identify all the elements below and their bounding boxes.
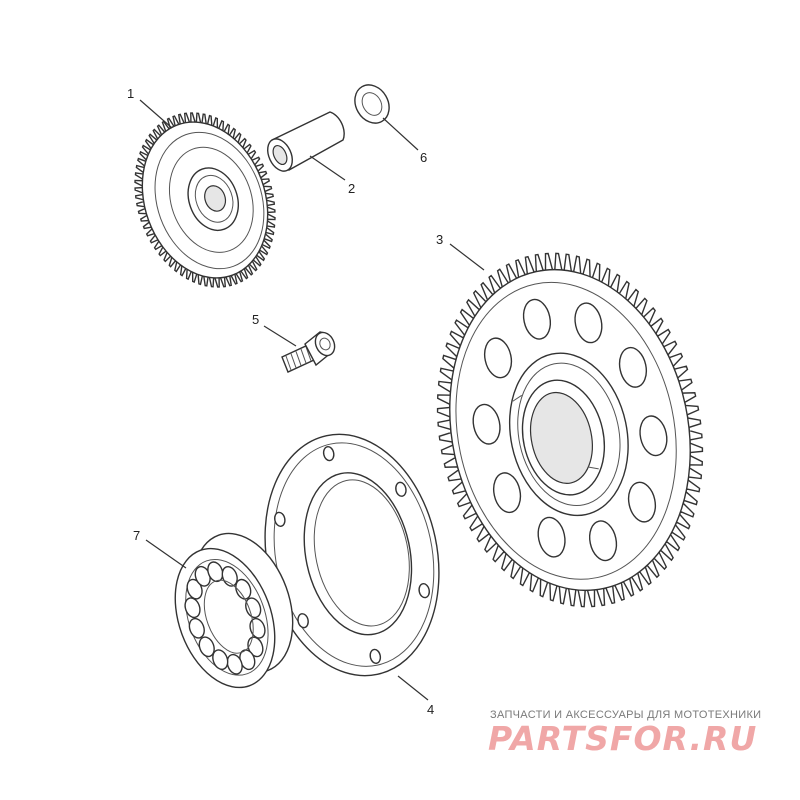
bolt-hole bbox=[369, 648, 382, 664]
part-3-starter-driven-gear bbox=[436, 252, 704, 608]
lightening-hole bbox=[492, 472, 522, 514]
watermark: ЗАПЧАСТИ И АКСЕССУАРЫ ДЛЯ МОТОТЕХНИКИ PA… bbox=[488, 709, 761, 758]
bolt-hole bbox=[418, 583, 430, 599]
callout-1: 1 bbox=[127, 86, 134, 101]
callout-labels: 1 2 6 3 5 4 7 bbox=[127, 86, 443, 717]
bolt-thread bbox=[290, 353, 297, 368]
lightening-hole bbox=[627, 481, 657, 523]
callout-6: 6 bbox=[420, 150, 427, 165]
roller bbox=[235, 578, 252, 600]
callout-7: 7 bbox=[133, 528, 140, 543]
leader-3 bbox=[449, 243, 485, 271]
bolt-thread bbox=[300, 348, 307, 364]
part-4-clutch-ring bbox=[264, 433, 440, 677]
lightening-hole bbox=[472, 403, 501, 445]
callout-4: 4 bbox=[427, 702, 434, 717]
roller bbox=[198, 636, 215, 658]
part-6-washer bbox=[354, 84, 390, 124]
watermark-subtitle: ЗАПЧАСТИ И АКСЕССУАРЫ ДЛЯ МОТОТЕХНИКИ bbox=[490, 709, 761, 721]
leader-6 bbox=[382, 117, 419, 151]
bolt-hole bbox=[274, 511, 286, 527]
lightening-hole bbox=[618, 346, 648, 388]
leader-lines bbox=[139, 99, 485, 701]
roller bbox=[212, 649, 229, 671]
part-1-idle-gear bbox=[134, 112, 276, 288]
callout-3: 3 bbox=[436, 232, 443, 247]
callout-5: 5 bbox=[252, 312, 259, 327]
leader-1 bbox=[139, 99, 173, 129]
leader-7 bbox=[145, 539, 187, 569]
bolt-hole bbox=[297, 613, 309, 629]
lightening-hole bbox=[574, 302, 603, 344]
leader-2 bbox=[309, 155, 346, 181]
leader-4 bbox=[397, 675, 429, 701]
bolt-hole bbox=[322, 446, 335, 462]
bolt-hole bbox=[395, 481, 407, 497]
bolt-thread bbox=[305, 346, 312, 361]
clutch-ring-bolt-holes bbox=[274, 446, 430, 664]
roller bbox=[188, 617, 205, 639]
lightening-hole bbox=[537, 516, 566, 558]
bolt-thread bbox=[285, 355, 292, 371]
roller bbox=[249, 617, 266, 639]
lightening-hole bbox=[522, 298, 552, 340]
part-7-roller-bearing bbox=[174, 532, 294, 699]
watermark-logo: PARTSFOR.RU bbox=[488, 719, 757, 758]
gear-3-lightening-holes bbox=[472, 298, 668, 562]
bolt-threads bbox=[285, 346, 312, 371]
callout-2: 2 bbox=[348, 181, 355, 196]
lightening-hole bbox=[588, 520, 618, 562]
leader-5 bbox=[263, 325, 297, 347]
lightening-hole bbox=[639, 415, 668, 457]
roller bbox=[207, 561, 224, 583]
roller bbox=[186, 578, 203, 600]
lightening-hole bbox=[483, 337, 513, 379]
bolt-thread bbox=[295, 351, 302, 366]
roller bbox=[226, 653, 243, 675]
roller bbox=[245, 597, 262, 619]
roller bbox=[184, 597, 201, 619]
part-5-bolt bbox=[281, 331, 336, 373]
part-2-spacer bbox=[267, 111, 345, 172]
